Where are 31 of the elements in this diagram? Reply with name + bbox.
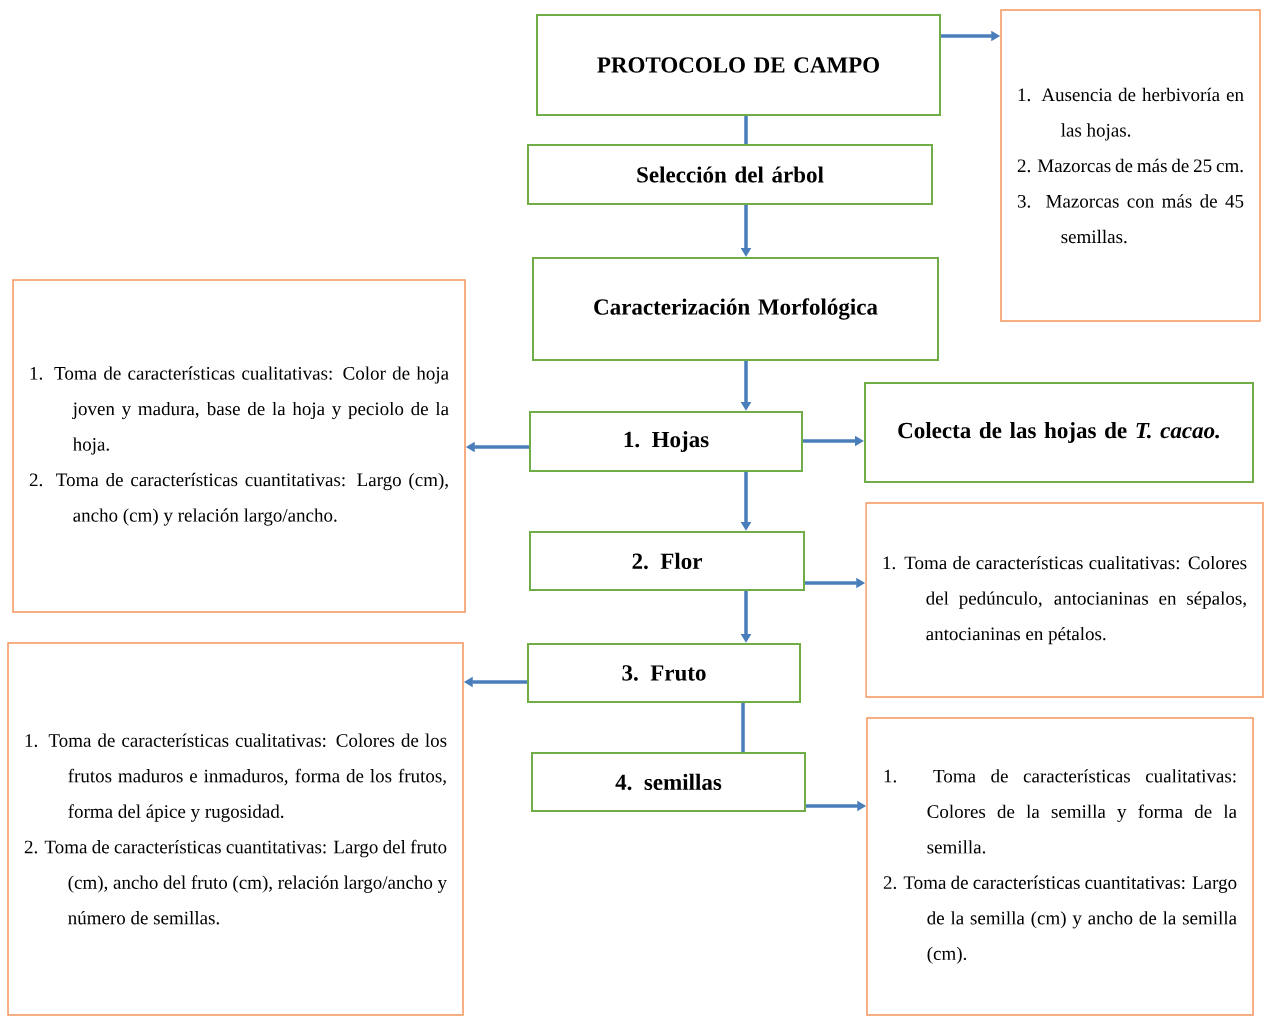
step-box [531, 752, 806, 812]
list-item: 2. Toma de características cuantitativas: Largo de la semilla (cm) y ancho de la semilla (cm). [883, 875, 1237, 964]
box-title: PROTOCOLO DE CAMPO [597, 57, 879, 73]
note-box [866, 717, 1254, 1016]
box-title: 2. Flor [632, 552, 702, 570]
step-box [529, 411, 803, 472]
step-box [527, 643, 801, 703]
list-item: 3. Mazorcas con más de 45 semillas. [1017, 194, 1244, 244]
box-title: Selección del árbol [637, 166, 824, 183]
note-box [7, 642, 464, 1016]
box-title: 1. Hojas [624, 431, 709, 452]
step-box [536, 14, 941, 116]
note-box [865, 502, 1264, 698]
step-box [864, 382, 1254, 483]
note-box [1000, 9, 1261, 322]
list-item: 1. Toma de características cualitativas: Colores del pedúnculo, antocianinas en sépalos, antocianinas en pétalos. [883, 555, 1247, 645]
list-item: 1. Toma de características cualitativas: Colores de la semilla y forma de la semilla. [884, 769, 1237, 854]
list-item: 1. Ausencia de herbivoría en las hojas. [1018, 87, 1244, 141]
box-title: Colecta de las hojas de T. cacao. [898, 422, 1219, 443]
box-title: 4. semillas [615, 773, 722, 791]
list-item: 2. Mazorcas de más de 25 cm. [1017, 158, 1243, 173]
list-item: 2. Toma de características cuantitativas: Largo (cm), ancho (cm) y relación largo/ancho. [29, 472, 448, 526]
list-item: 2. Toma de características cuantitativas: Largo del fruto (cm), ancho del fruto (cm), relación largo/ancho y número de semillas. [24, 839, 447, 925]
step-box [527, 144, 933, 205]
list-item: 1. Toma de características cualitativas: Color de hoja joven y madura, base de la hoja y peciolo de la hoja. [30, 366, 449, 455]
box-title: Caracterización Morfológica [594, 298, 878, 320]
box-title: 3. Fruto [622, 665, 706, 681]
step-box [532, 257, 939, 361]
list-item: 1. Toma de características cualitativas: Colores de los frutos maduros e inmaduros, forma de los frutos, forma del ápice y rugosidad. [25, 733, 447, 822]
note-box [12, 279, 466, 613]
step-box [529, 531, 805, 591]
